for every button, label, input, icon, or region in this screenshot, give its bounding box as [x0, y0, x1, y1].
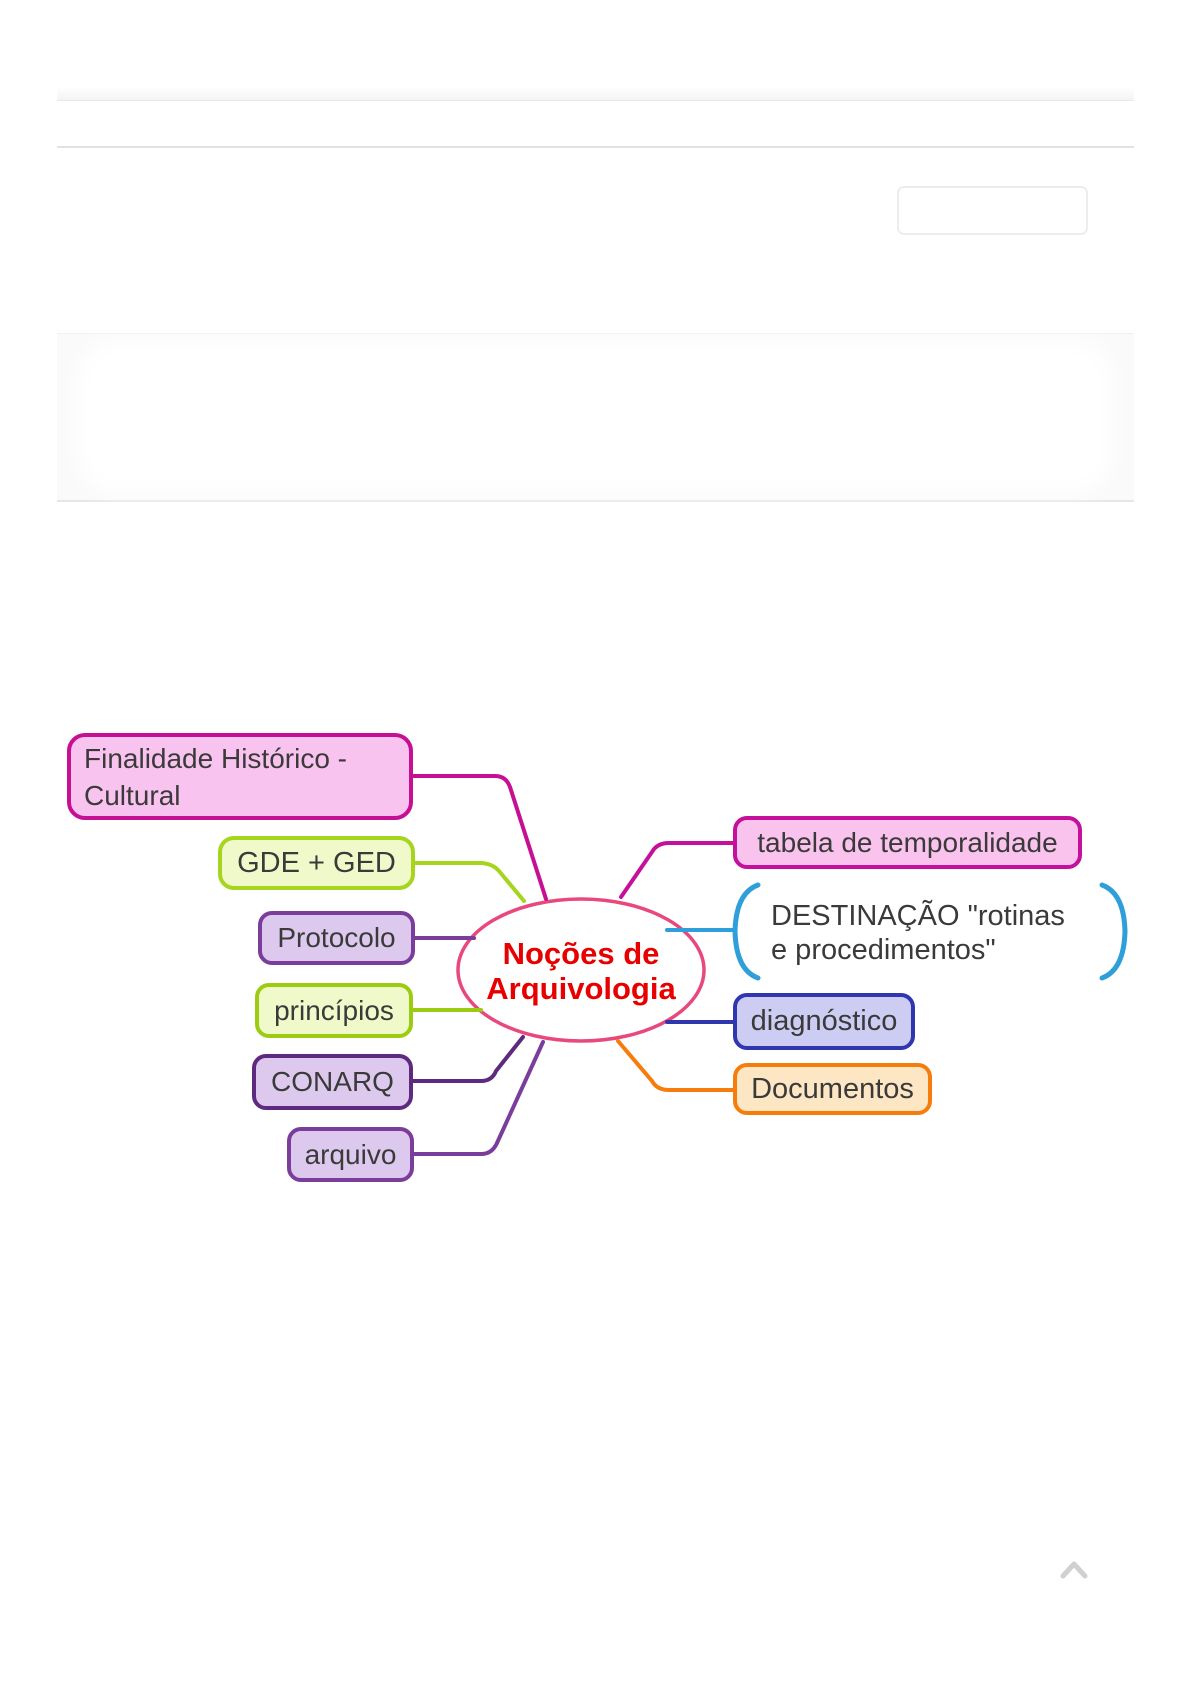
header-divider	[57, 146, 1134, 148]
node-label: diagnóstico	[750, 1005, 898, 1037]
node-conarq[interactable]: CONARQ	[252, 1054, 413, 1110]
node-label: Documentos	[751, 1072, 914, 1105]
node-gde-ged[interactable]: GDE + GED	[218, 836, 415, 890]
node-label: arquivo	[304, 1138, 397, 1170]
scroll-to-top-button[interactable]	[1056, 1555, 1092, 1585]
empty-placeholder-button[interactable]	[897, 186, 1088, 235]
node-principios[interactable]: princípios	[255, 983, 413, 1038]
connector-conarq	[411, 1035, 525, 1083]
node-label: GDE + GED	[237, 846, 396, 879]
node-label-line1: Finalidade Histórico -	[84, 742, 347, 774]
central-topic-line1: Noções de	[502, 936, 660, 971]
chevron-up-icon[interactable]	[1060, 1561, 1088, 1579]
node-label: CONARQ	[271, 1066, 394, 1097]
node-label: princípios	[274, 994, 394, 1026]
node-label: Protocolo	[277, 922, 396, 953]
node-label-line1: DESTINAÇÃO "rotinas	[771, 900, 1065, 932]
connector-documentos	[616, 1039, 735, 1092]
connector-tabela	[619, 841, 735, 899]
central-topic-line2: Arquivologia	[486, 971, 676, 1006]
node-protocolo[interactable]: Protocolo	[258, 911, 415, 965]
node-documentos[interactable]: Documentos	[733, 1063, 932, 1115]
node-label-line2: Cultural	[84, 779, 181, 811]
connector-finalidade	[411, 774, 548, 901]
header-shadow-divider	[57, 86, 1134, 101]
node-finalidade-historico-cultural[interactable]: Finalidade Histórico - Cultural	[67, 733, 413, 820]
connector-arquivo	[412, 1040, 545, 1156]
node-label: tabela de temporalidade	[757, 826, 1058, 858]
central-topic-label: Noções de Arquivologia	[458, 936, 704, 1006]
node-label-line2: e procedimentos"	[771, 934, 996, 966]
banner-strip	[57, 333, 1134, 502]
destinacao-close-bracket	[1099, 882, 1128, 981]
node-diagnostico[interactable]: diagnóstico	[733, 993, 915, 1050]
node-destinacao[interactable]: DESTINAÇÃO "rotinas e procedimentos"	[771, 899, 1101, 967]
node-arquivo[interactable]: arquivo	[287, 1127, 414, 1182]
destinacao-open-bracket	[732, 882, 761, 981]
node-tabela-de-temporalidade[interactable]: tabela de temporalidade	[733, 816, 1082, 869]
connector-gde	[413, 861, 526, 903]
banner-inner-card	[90, 354, 1100, 480]
